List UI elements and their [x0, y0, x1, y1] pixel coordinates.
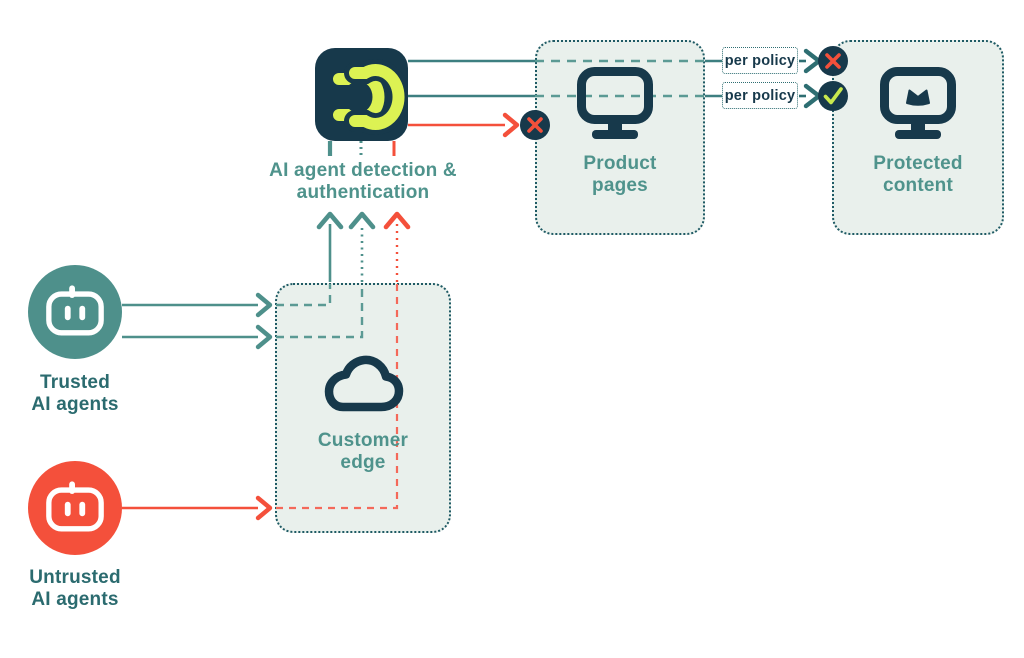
detector-label-line1: AI agent detection & [269, 160, 457, 181]
detector-to-product-lines [408, 59, 722, 98]
untrusted-agent-label-line2: AI agents [31, 589, 119, 611]
blocked-badge [520, 110, 550, 140]
detector-blocked-arrow [408, 112, 520, 138]
protected-content-label-line1: Protected [873, 153, 963, 174]
policy-chip-top: per policy [722, 47, 798, 74]
cloud-icon [318, 350, 408, 421]
product-pages-label-line2: pages [592, 175, 648, 197]
policy-chip-bottom: per policy [722, 82, 798, 109]
edge-to-detector-arrows [316, 211, 411, 282]
datadome-logo-icon [333, 59, 408, 135]
policy-chip-bottom-label: per policy [724, 87, 796, 104]
protected-content-label: Protected content [832, 153, 1004, 198]
robot-icon [46, 284, 104, 336]
trusted-flow-arrows [122, 292, 273, 350]
detector-node [315, 48, 408, 141]
untrusted-flow-arrow [122, 495, 273, 521]
policy-chevrons [799, 48, 822, 109]
protected-content-label-line2: content [882, 175, 953, 197]
customer-edge-label-line2: edge [340, 452, 386, 474]
policy-blocked-badge [818, 46, 848, 76]
monitor-crown-icon [880, 67, 956, 148]
product-pages-label-line1: Product [583, 153, 657, 174]
trusted-agent-label-line1: Trusted [39, 372, 111, 393]
detector-label-line2: authentication [296, 182, 430, 204]
policy-allowed-badge [818, 81, 848, 111]
customer-edge-label-line1: Customer [317, 430, 409, 451]
trusted-agent-label: Trusted AI agents [5, 372, 145, 417]
detector-stubs [327, 141, 396, 156]
policy-chip-top-label: per policy [724, 52, 796, 69]
untrusted-agent-label-line1: Untrusted [29, 567, 121, 588]
untrusted-agent-node [28, 461, 122, 555]
customer-edge-internal-routes [276, 284, 399, 510]
trusted-agent-node [28, 265, 122, 359]
customer-edge-label: Customer edge [275, 430, 451, 475]
untrusted-agent-label: Untrusted AI agents [5, 567, 145, 612]
monitor-icon [577, 67, 653, 148]
robot-icon [46, 480, 104, 532]
product-pages-label: Product pages [535, 153, 705, 198]
detector-label: AI agent detection & authentication [233, 160, 493, 205]
trusted-agent-label-line2: AI agents [31, 394, 119, 416]
